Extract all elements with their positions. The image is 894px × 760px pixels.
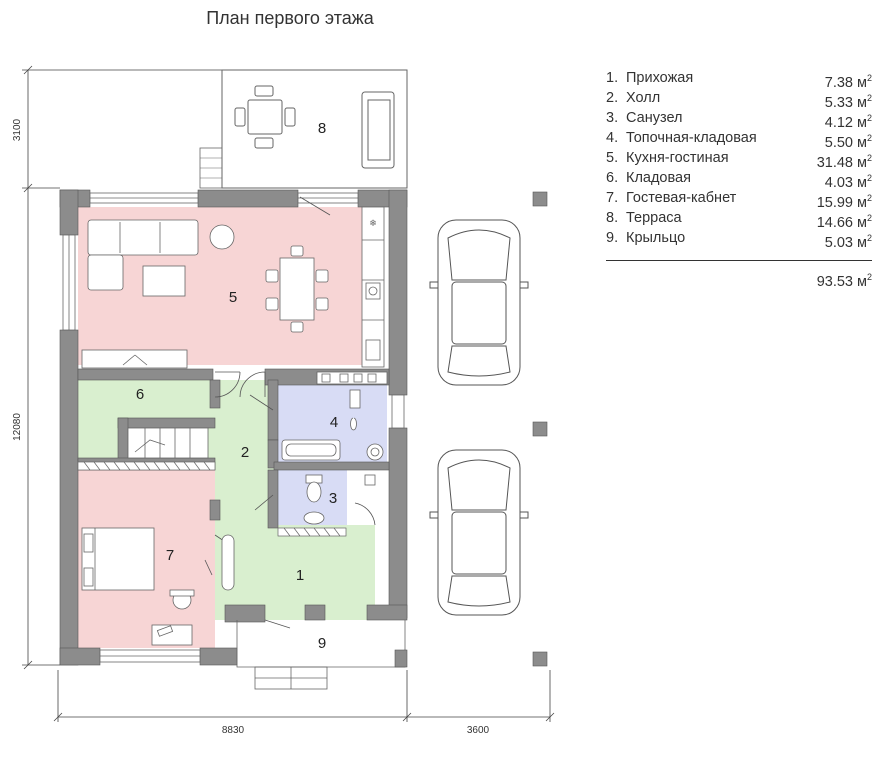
legend-total: 93.53 м2 [816,272,872,290]
room-label-2: 2 [241,444,249,461]
car-top [429,219,529,386]
legend-area: 7.38 м2 [824,73,872,91]
room-fill-1 [215,525,375,620]
room-label-5: 5 [229,289,237,306]
terrace-table [234,85,296,149]
bedroom-furniture [81,527,235,646]
terrace-sofa [361,91,395,169]
legend-num: 8. [606,210,619,226]
legend-row: 9. Крыльцо 5.03 м2 [606,228,872,251]
windows [62,192,405,663]
legend-name: Терраса [626,210,682,226]
legend-num: 9. [606,230,619,246]
legend-area: 4.03 м2 [824,173,872,191]
plan-title: План первого этажа [206,8,374,28]
room-fills [78,207,387,648]
legend-row: 4. Топочная-кладовая 5.50 м2 [606,128,872,151]
porch-steps [254,666,328,690]
walls [59,189,408,666]
legend-area: 31.48 м2 [816,153,872,171]
legend-area: 5.33 м2 [824,93,872,111]
legend-name: Холл [626,90,661,106]
legend-row: 5. Кухня-гостиная 31.48 м2 [606,148,872,171]
legend-row: 6. Кладовая 4.03 м2 [606,168,872,191]
bath-fixtures [281,389,384,525]
legend-area: 5.03 м2 [824,233,872,251]
legend-row: 1. Прихожая 7.38 м2 [606,68,872,91]
legend-name: Санузел [626,110,683,126]
dining-set [265,245,329,333]
legend-name: Топочная-кладовая [626,130,757,146]
room-fill-2 [215,380,275,525]
stairs [127,427,209,459]
dimension-left-house: 12080 [12,413,23,441]
room-label-6: 6 [136,386,144,403]
legend-num: 6. [606,170,619,186]
legend-area: 4.12 м2 [824,113,872,131]
room-label-8: 8 [318,120,326,137]
legend-row: 3. Санузел 4.12 м2 [606,108,872,131]
legend-num: 7. [606,190,619,206]
legend-num: 2. [606,90,619,106]
car-bottom [429,449,529,616]
room-label-9: 9 [318,635,326,652]
dimension-bottom-house: 8830 [222,725,245,736]
room-label-1: 1 [296,567,304,584]
living-furniture [81,219,235,369]
legend-row: 7. Гостевая-кабнет 15.99 м2 [606,188,872,211]
legend-num: 3. [606,110,619,126]
legend-num: 5. [606,150,619,166]
parking-posts [532,191,548,667]
kitchen: ❄ [316,206,388,385]
legend-name: Кладовая [626,170,691,186]
legend-row: 8. Терраса 14.66 м2 [606,208,872,231]
dimension-bottom-parking: 3600 [467,725,490,736]
dimension-left-terrace: 3100 [12,118,23,141]
legend-divider [606,260,872,261]
legend-name: Кухня-гостиная [626,150,729,166]
legend-name: Прихожая [626,70,694,86]
legend-row: 2. Холл 5.33 м2 [606,88,872,111]
room-legend: 1. Прихожая 7.38 м2 2. Холл 5.33 м2 3. Санузе… [606,68,872,290]
legend-num: 1. [606,70,619,86]
legend-area: 14.66 м2 [816,213,872,231]
room-label-3: 3 [329,490,337,507]
closet-hatch [77,461,347,537]
room-label-7: 7 [166,547,174,564]
legend-name: Крыльцо [626,230,686,246]
floor-plan: ❄ [12,65,555,736]
terrace [199,69,408,189]
legend-name: Гостевая-кабнет [626,190,737,206]
room-label-4: 4 [330,414,338,431]
svg-text:❄: ❄ [369,218,377,228]
legend-num: 4. [606,130,619,146]
porch-post [394,649,408,668]
legend-area: 15.99 м2 [816,193,872,211]
legend-area: 5.50 м2 [824,133,872,151]
